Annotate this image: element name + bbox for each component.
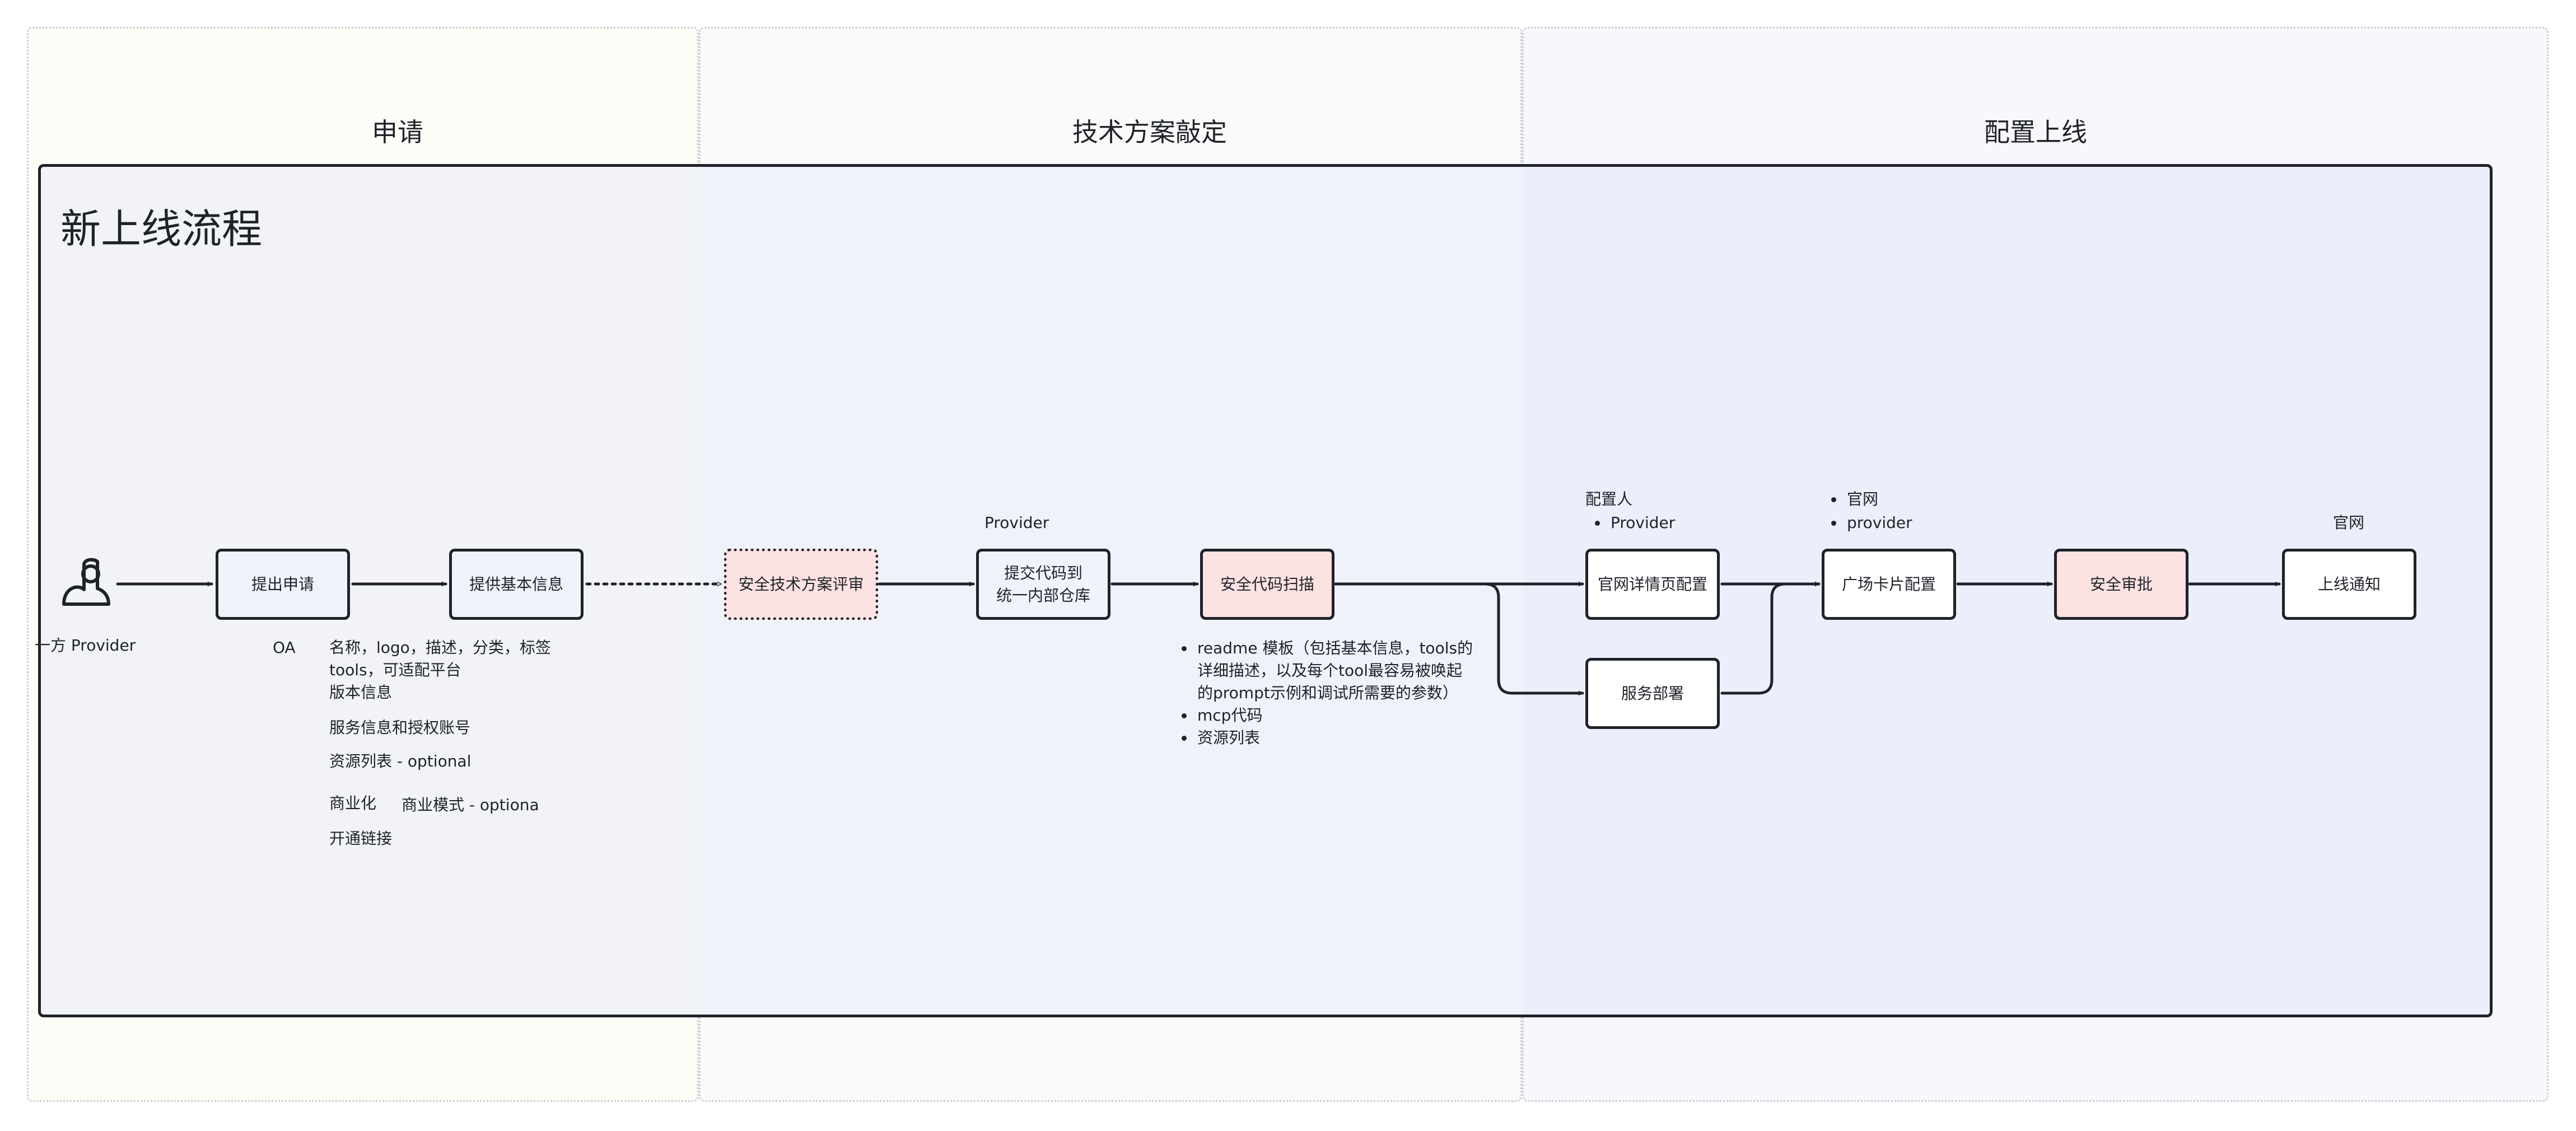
node-submit-code[interactable]: 提交代码到 统一内部仓库 xyxy=(976,549,1110,620)
node-provide-basic-info-label: 提供基本信息 xyxy=(469,574,563,593)
annotation-commercialization: 商业化 xyxy=(329,794,377,812)
lane-title-config-launch: 配置上线 xyxy=(1984,117,2087,147)
node-website-config[interactable]: 官网详情页配置 xyxy=(1585,549,1720,620)
annotation-plaza-bullet-1: 官网 xyxy=(1831,488,1878,511)
node-submit-application[interactable]: 提出申请 xyxy=(216,549,350,620)
annotation-scan-bullet-3: 资源列表 xyxy=(1181,727,1260,749)
provider-actor xyxy=(62,557,118,615)
node-service-deploy[interactable]: 服务部署 xyxy=(1585,658,1720,729)
annotation-open-link: 开通链接 xyxy=(329,829,393,848)
node-launch-notice-label: 上线通知 xyxy=(2317,574,2381,593)
person-icon xyxy=(62,558,110,606)
node-security-scan-label: 安全代码扫描 xyxy=(1220,574,1314,593)
node-plaza-card-config-label: 广场卡片配置 xyxy=(1841,574,1936,593)
node-service-deploy-label: 服务部署 xyxy=(1621,684,1684,703)
swimlane-title: 新上线流程 xyxy=(60,205,263,253)
annotation-provider: Provider xyxy=(984,513,1049,532)
annotation-plaza-bullet-2: provider xyxy=(1831,512,1912,534)
annotation-config-person: 配置人 xyxy=(1585,490,1633,508)
connector-scan-to-deploy xyxy=(1334,582,1584,693)
node-submit-application-label: 提出申请 xyxy=(251,574,314,593)
annotation-scan-bullet-1-cont-1: 详细描述，以及每个tool最容易被唤起 xyxy=(1197,661,1463,680)
connector-deploy-to-plaza xyxy=(1720,584,1821,695)
node-security-approval[interactable]: 安全审批 xyxy=(2054,549,2188,620)
annotation-official-site: 官网 xyxy=(2333,513,2365,532)
annotation-resource-list: 资源列表 - optional xyxy=(329,752,472,770)
node-security-scan[interactable]: 安全代码扫描 xyxy=(1200,549,1334,620)
annotation-basic-info-line1: 名称，logo，描述，分类，标签 xyxy=(329,638,551,657)
node-security-review[interactable]: 安全技术方案评审 xyxy=(724,549,878,620)
node-plaza-card-config[interactable]: 广场卡片配置 xyxy=(1822,549,1956,620)
node-security-review-label: 安全技术方案评审 xyxy=(738,574,864,593)
annotation-service-info: 服务信息和授权账号 xyxy=(329,718,471,737)
annotation-basic-info-line3: 版本信息 xyxy=(329,683,393,702)
node-launch-notice[interactable]: 上线通知 xyxy=(2282,549,2416,620)
annotation-scan-bullet-2: mcp代码 xyxy=(1181,704,1262,727)
node-submit-code-line1: 提交代码到 xyxy=(1004,563,1082,582)
node-website-config-label: 官网详情页配置 xyxy=(1597,574,1707,593)
annotation-scan-bullet-1: readme 模板（包括基本信息，tools的 xyxy=(1181,637,1473,660)
lane-title-tech-solution: 技术方案敲定 xyxy=(1072,117,1227,147)
node-provide-basic-info[interactable]: 提供基本信息 xyxy=(449,549,584,620)
node-security-approval-label: 安全审批 xyxy=(2089,574,2153,593)
annotation-config-person-bullet: Provider xyxy=(1594,512,1675,534)
lane-title-apply: 申请 xyxy=(372,117,423,147)
node-submit-code-label: 提交代码到 统一内部仓库 xyxy=(996,562,1090,607)
annotation-business-model: 商业模式 - optiona xyxy=(402,796,539,814)
annotation-basic-info-line2: tools，可适配平台 xyxy=(329,661,461,679)
actor-label: 一方 Provider xyxy=(35,636,136,655)
annotation-oa: OA xyxy=(273,638,296,657)
node-submit-code-line2: 统一内部仓库 xyxy=(996,586,1090,605)
annotation-scan-bullet-1-cont-2: 的prompt示例和调试所需要的参数） xyxy=(1197,684,1458,702)
